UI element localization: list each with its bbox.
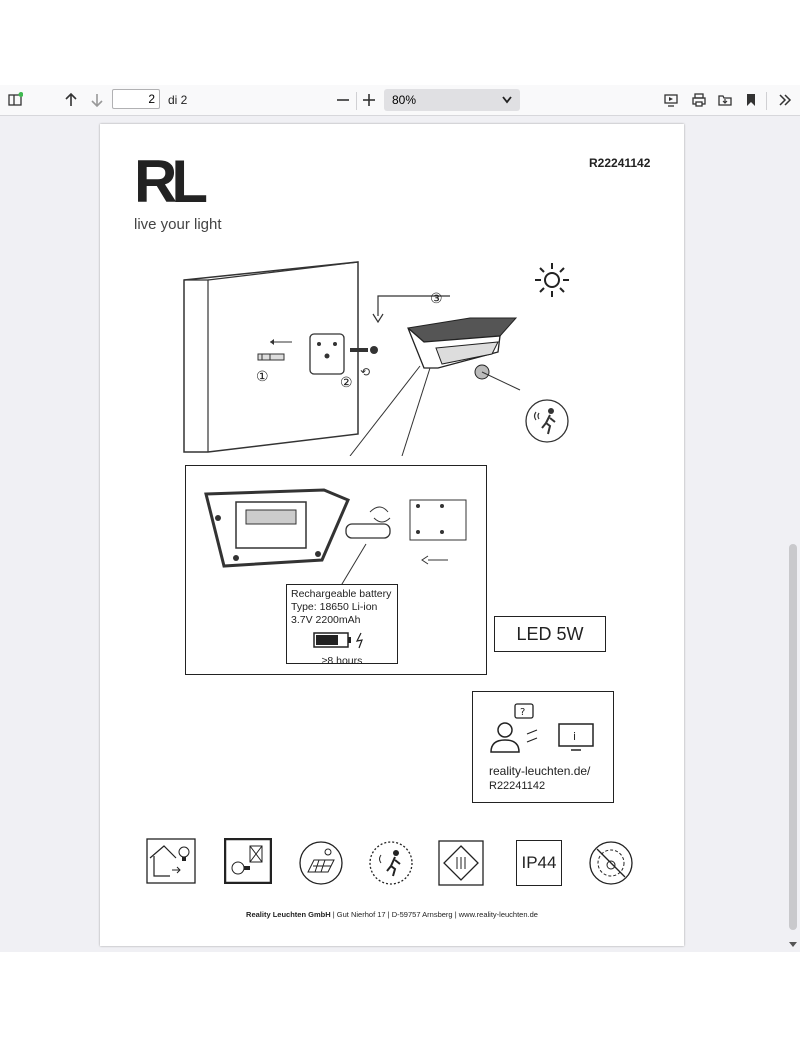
- page-footer: Reality Leuchten GmbH | Gut Nierhof 17 |…: [246, 910, 538, 919]
- battery-spec: 3.7V 2200mAh: [291, 614, 361, 626]
- support-url: reality-leuchten.de/: [489, 764, 591, 778]
- footer-website: www.reality-leuchten.de: [458, 910, 538, 919]
- previous-page-icon[interactable]: [60, 85, 82, 115]
- replaceable-bulb-icon: [224, 838, 272, 884]
- battery-charge-icon: [313, 632, 363, 649]
- zoom-select[interactable]: 80%: [384, 89, 520, 111]
- support-contact-icon: ? i: [490, 703, 594, 753]
- footer-city: D-59757 Arnsberg: [391, 910, 453, 919]
- svg-text:⟲: ⟲: [360, 365, 370, 379]
- not-dimmable-icon: [589, 841, 633, 885]
- led-power-label: LED 5W: [494, 616, 606, 652]
- motion-detector-icon: [369, 841, 413, 885]
- pdf-page: RL live your light R22241142: [100, 124, 684, 946]
- step-3-label: ③: [430, 290, 443, 306]
- chevron-down-icon: [502, 96, 512, 104]
- footer-address: Gut Nierhof 17: [336, 910, 386, 919]
- svg-text:?: ?: [520, 707, 525, 718]
- battery-type: Type: 18650 Li-ion: [291, 601, 378, 613]
- battery-compartment-illustration: [204, 488, 467, 594]
- brand-tagline: live your light: [134, 216, 222, 233]
- zoom-in-icon[interactable]: [358, 85, 380, 115]
- scrollbar-thumb[interactable]: [789, 544, 797, 930]
- protection-class-iii-icon: [438, 840, 484, 886]
- support-code: R22241142: [489, 780, 546, 792]
- next-page-icon[interactable]: [86, 85, 108, 115]
- sidebar-toggle-icon[interactable]: [4, 85, 26, 115]
- sun-icon: [535, 263, 569, 297]
- page-number-input[interactable]: [112, 89, 160, 109]
- battery-title: Rechargeable battery: [291, 588, 392, 600]
- scroll-down-icon[interactable]: [788, 941, 798, 949]
- battery-spec-box: Rechargeable battery Type: 18650 Li-ion …: [286, 584, 398, 667]
- toolbar-separator: [766, 92, 767, 110]
- toolbar-separator: [356, 92, 357, 110]
- page-count-label: di 2: [168, 93, 188, 107]
- print-icon[interactable]: [688, 85, 710, 115]
- zoom-out-icon[interactable]: [332, 85, 354, 115]
- ip-rating-label: IP44: [516, 840, 562, 886]
- indoor-outdoor-icon: [146, 838, 196, 884]
- footer-company: Reality Leuchten GmbH: [246, 910, 331, 919]
- battery-detail-box: Rechargeable battery Type: 18650 Li-ion …: [185, 465, 487, 675]
- bookmark-icon[interactable]: [740, 85, 762, 115]
- motion-sensor-icon: [525, 399, 569, 443]
- brand-logo: RL: [134, 148, 208, 215]
- installation-illustration: ⟲: [183, 261, 521, 456]
- tools-menu-icon[interactable]: [774, 85, 796, 115]
- step-2-label: ②: [340, 374, 353, 390]
- battery-hours: ≥8 hours: [321, 655, 363, 667]
- product-code: R22241142: [589, 156, 651, 170]
- zoom-value: 80%: [392, 93, 417, 107]
- step-1-label: ①: [256, 368, 269, 384]
- save-icon[interactable]: [714, 85, 736, 115]
- presentation-mode-icon[interactable]: [660, 85, 682, 115]
- solar-panel-icon: [299, 841, 343, 885]
- svg-text:i: i: [573, 730, 576, 743]
- document-viewer[interactable]: RL live your light R22241142: [0, 116, 800, 952]
- support-info-box: ? i reality-leuchten.de/ R22241142: [472, 691, 614, 803]
